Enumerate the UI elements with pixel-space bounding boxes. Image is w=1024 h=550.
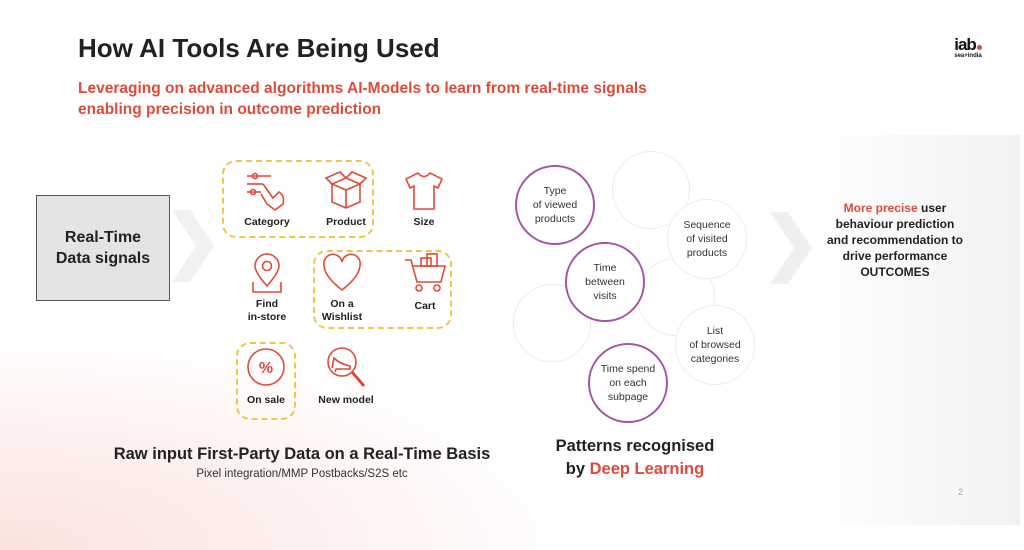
signal-cart: Cart [389,252,461,313]
signal-on-sale: % On sale [230,346,302,407]
pattern-text: visits [593,290,617,302]
pattern-text: subpage [607,391,649,403]
patterns-caption-prefix: by [565,460,590,478]
group-outline [236,342,296,420]
percent-icon: % [247,348,285,386]
group-outline [222,160,374,238]
signal-label: On a [330,298,354,310]
pattern-text: Time spend [600,363,656,375]
page-number: 2 [958,487,964,497]
faint-circle [612,151,690,229]
page-title: How AI Tools Are Being Used [78,33,440,63]
outcome-text-line: user [917,201,947,215]
logo-main: iab [954,35,977,54]
pattern-text: of viewed [532,199,578,211]
signal-label: On sale [247,394,285,406]
patterns-caption: Patterns recognised by Deep Learning [542,435,728,481]
pattern-circle: Time between visits [565,242,645,322]
pattern-text: products [534,213,576,225]
pattern-text: Time [593,262,617,274]
tshirt-icon [404,172,444,210]
pattern-circle: Time spend on each subpage [588,343,668,423]
pattern-circle: List of browsed categories [675,305,755,385]
raw-input-subtitle: Pixel integration/MMP Postbacks/S2S etc [196,468,408,480]
patterns-caption-line-1: Patterns recognised [555,437,715,455]
pattern-text: of browsed [689,339,741,351]
pattern-text: Type [543,185,567,197]
outcome-text-line: drive performance [842,249,948,263]
raw-input-title: Raw input First-Party Data on a Real-Tim… [113,445,491,463]
pattern-text: List [706,325,724,337]
svg-text:%: % [259,360,273,377]
signal-product: Product [310,170,382,229]
pattern-text: categories [690,353,740,365]
cart-icon [405,253,447,292]
signal-label: in-store [247,311,287,323]
signal-label: Size [413,216,435,228]
magnifier-shoe-icon [327,347,366,387]
hand-sliders-icon [247,172,285,211]
pattern-circle: Type of viewed products [515,165,595,245]
signal-new-model: New model [310,346,382,407]
iab-logo: iab sea+india [948,36,988,59]
signal-label: Wishlist [321,311,363,323]
signal-label: Product [326,216,366,228]
signal-category: Category [231,170,303,229]
heart-icon [323,253,361,292]
outcome-highlight: More precise [843,201,918,215]
box-icon [324,171,368,209]
pattern-text: Sequence [683,219,731,231]
outcome-text-line: and recommendation to [826,233,963,247]
subtitle-line-1: Leveraging on advanced algorithms AI-Mod… [78,80,647,97]
realtime-line-1: Real-Time [64,229,142,246]
pattern-circle: Sequence of visited products [667,199,747,279]
outcome-text-line: behaviour prediction [835,217,955,231]
pattern-text: products [686,247,728,259]
subtitle-line-2: enabling precision in outcome prediction [78,101,382,118]
group-outline [313,250,452,329]
signal-label: Category [244,216,290,228]
pattern-text: on each [609,377,647,389]
signal-label: New model [318,394,374,406]
realtime-line-2: Data signals [55,250,151,267]
faint-circle [513,284,591,362]
chevron-right-icon [770,212,812,284]
logo-sub: sea+india [954,53,982,59]
chevron-right-icon [172,210,214,282]
map-pin-icon [252,253,282,293]
deep-learning-highlight: Deep Learning [589,460,705,478]
outcome-text: More precise user behaviour prediction a… [800,200,990,280]
pattern-text: of visited [686,233,728,245]
pattern-text: between [585,276,625,288]
signal-label: Cart [414,300,436,312]
outcome-text-line: OUTCOMES [860,265,930,279]
signal-label: Find [255,298,279,310]
signal-size: Size [388,170,460,229]
background-gradient [0,330,600,550]
outcome-panel [815,135,1020,525]
